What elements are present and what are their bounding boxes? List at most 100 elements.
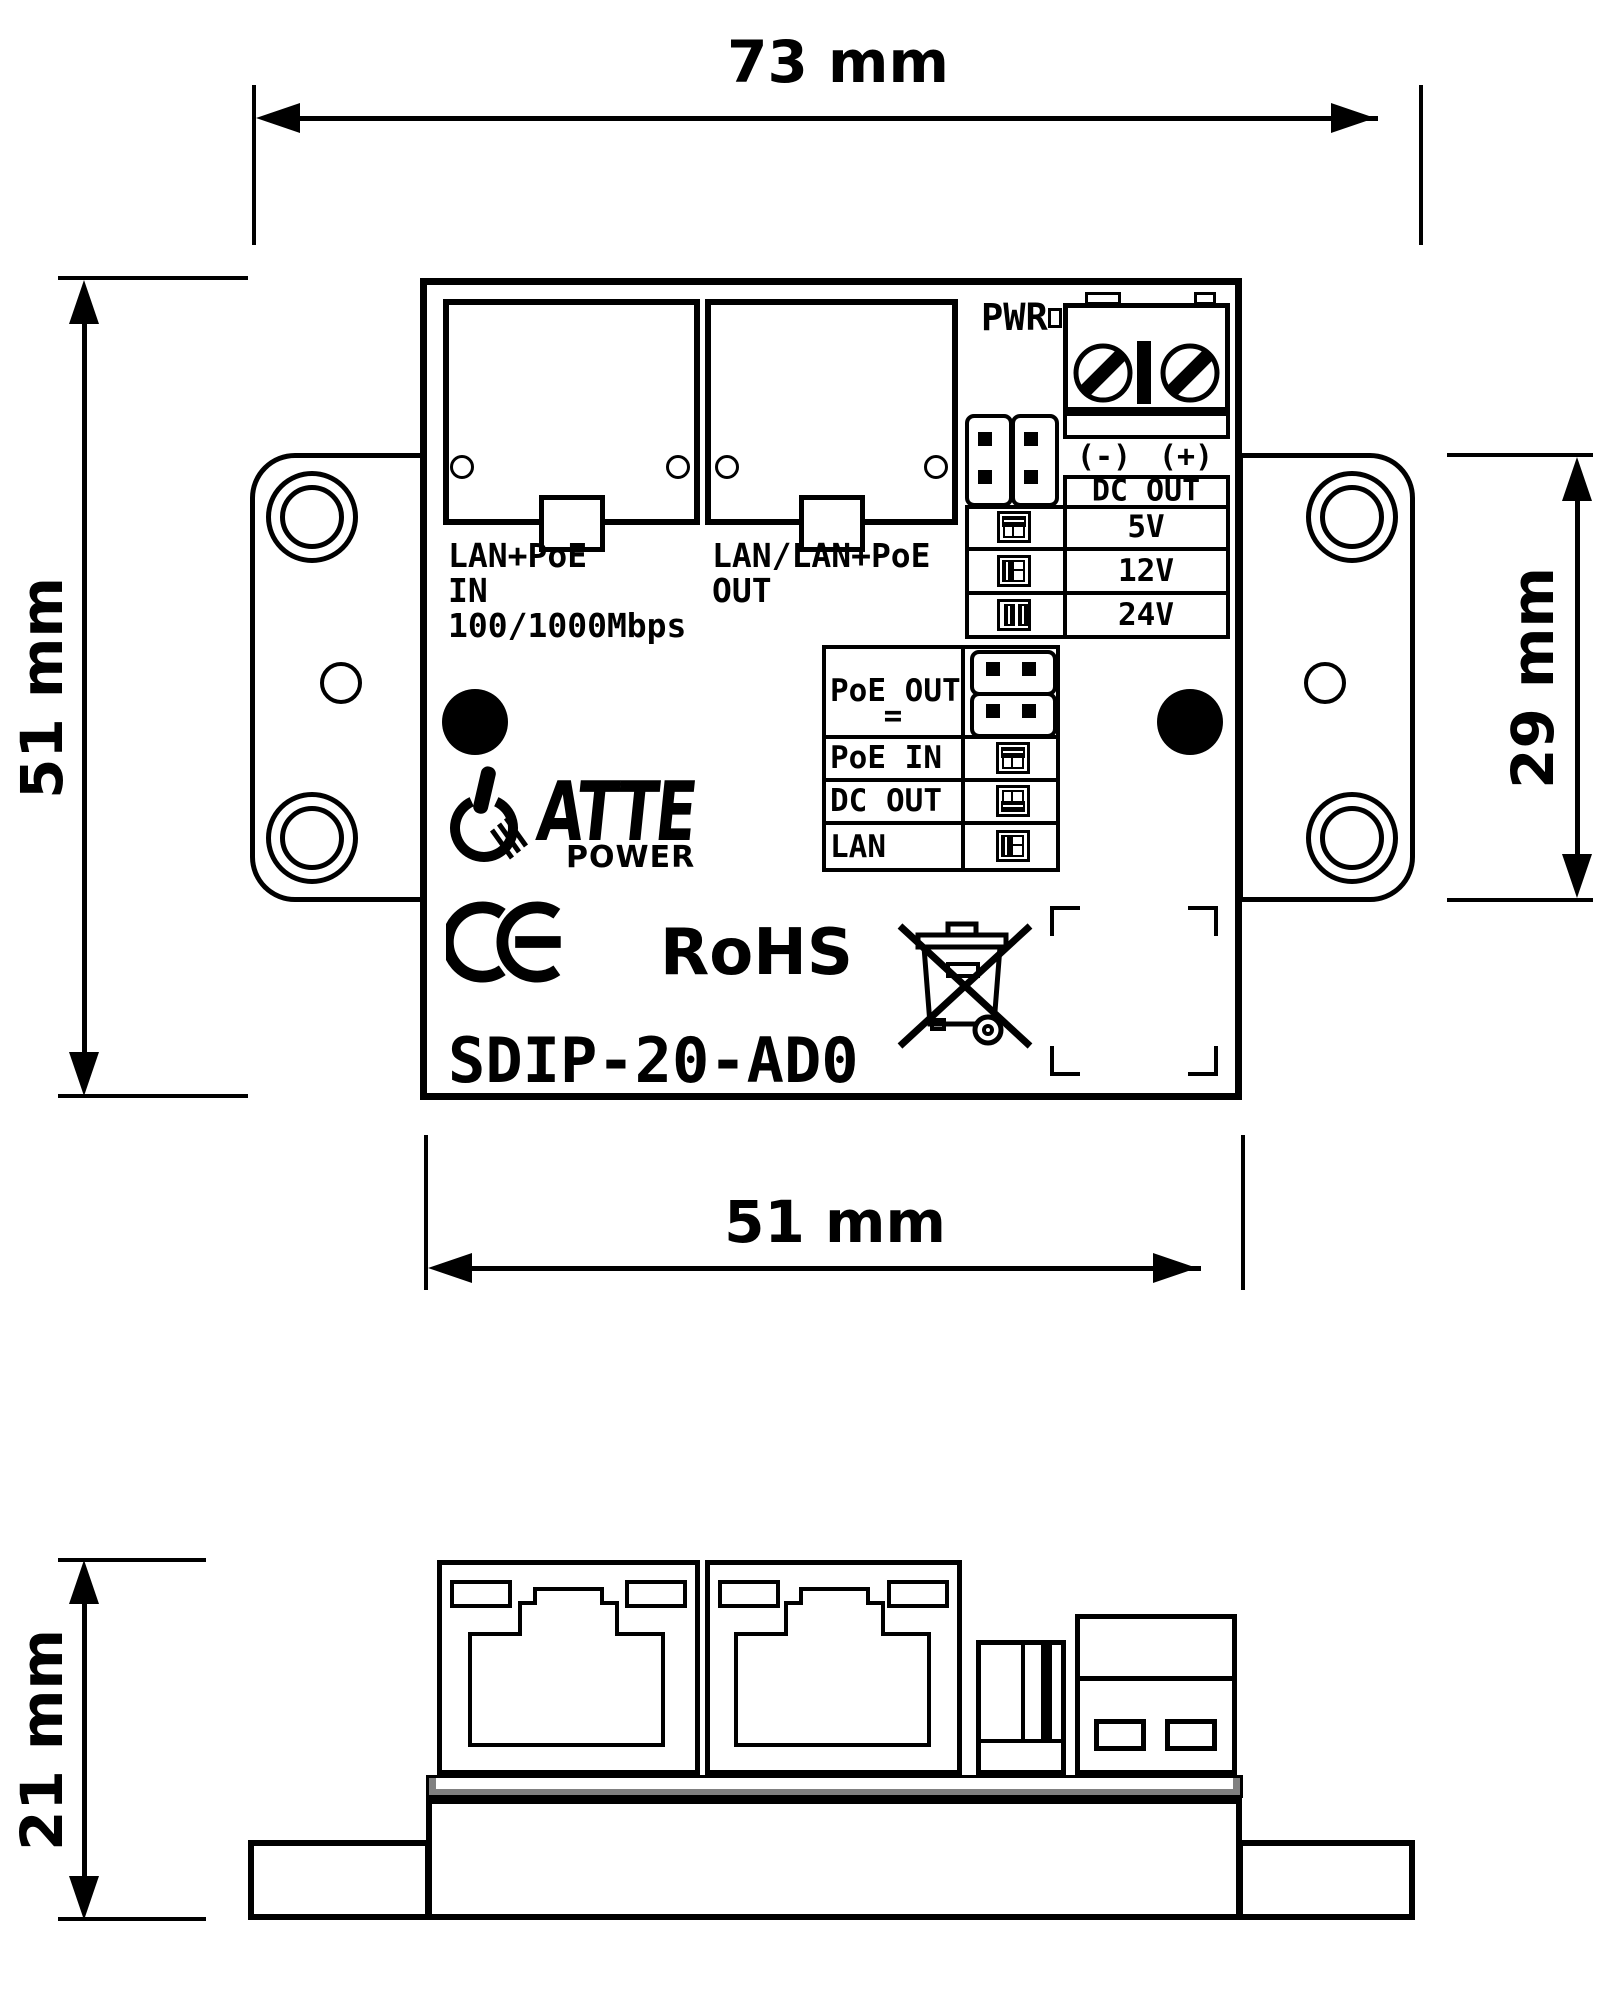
extension-tick xyxy=(58,1917,206,1921)
arrowhead-right-icon xyxy=(1331,103,1375,133)
terminal-wire-slot xyxy=(1094,1719,1146,1751)
dim-label-body-height: 51 mm xyxy=(8,577,76,799)
jumper-header-column xyxy=(965,414,1013,507)
port-pin-hole xyxy=(715,455,739,479)
port-notch xyxy=(799,495,865,552)
jumper-header-block xyxy=(965,414,1059,507)
terminal-lower-band xyxy=(1063,412,1230,439)
jumper-pin xyxy=(986,662,1000,676)
jumper-dual-vertical-icon xyxy=(997,599,1031,631)
table-row-line xyxy=(1063,505,1230,509)
extension-tick xyxy=(1447,453,1593,457)
terminal-wire-slot xyxy=(1165,1719,1217,1751)
arrowhead-down-icon xyxy=(69,1052,99,1096)
dimension-line xyxy=(468,1266,1201,1271)
mounting-hole xyxy=(1320,485,1384,549)
dimension-line xyxy=(296,116,1378,121)
corner-bracket-icon xyxy=(1050,906,1080,936)
header-pin-line xyxy=(1021,1645,1025,1739)
port-pin-hole xyxy=(450,455,474,479)
extension-tick xyxy=(252,85,256,245)
brand-subtitle: POWER xyxy=(566,840,696,875)
jack-led-window xyxy=(887,1580,949,1608)
arrowhead-up-icon xyxy=(69,280,99,324)
marker-dot xyxy=(442,689,508,755)
pwr-label: PWR xyxy=(981,296,1048,339)
corner-bracket-icon xyxy=(1188,1046,1218,1076)
dim-label-side-height: 21 mm xyxy=(8,1629,76,1851)
mode-row-poe-out-label: PoE OUT xyxy=(830,673,961,709)
dimension-line xyxy=(82,318,87,1058)
jumper-pin xyxy=(1022,662,1036,676)
terminal-tab xyxy=(1048,308,1062,328)
arrowhead-up-icon xyxy=(69,1560,99,1604)
mode-row-poe-out-sublabel: = xyxy=(883,698,903,734)
rj45-socket-opening xyxy=(468,1587,665,1747)
ce-mark-icon xyxy=(446,901,561,983)
corner-bracket-icon xyxy=(1188,906,1218,936)
jumper-header-column xyxy=(1011,414,1059,507)
jumper-horizontal-bottom-icon xyxy=(996,785,1030,817)
table-row-line xyxy=(965,547,1230,551)
rj45-port-out xyxy=(705,299,958,525)
pcb-edge-gray xyxy=(1233,1778,1240,1795)
dim-label-body-width: 51 mm xyxy=(724,1188,946,1256)
table-row-line xyxy=(822,778,1060,782)
extension-tick xyxy=(1241,1135,1245,1290)
jumper-pin xyxy=(1024,432,1038,446)
dc-out-table xyxy=(1063,475,1230,639)
arrowhead-down-icon xyxy=(69,1876,99,1920)
arrowhead-left-icon xyxy=(428,1253,472,1283)
port-out-label-line1: LAN/LAN+PoE xyxy=(712,536,931,575)
terminal-side-divider xyxy=(1075,1676,1237,1681)
jack-led-window xyxy=(450,1580,512,1608)
extension-tick xyxy=(58,276,248,280)
rj45-port-in xyxy=(443,299,700,525)
jumper-pin xyxy=(1024,470,1038,484)
jumper-pin xyxy=(978,432,992,446)
table-row-line xyxy=(965,591,1230,595)
dim-label-ear-height: 29 mm xyxy=(1499,567,1567,789)
model-number: SDIP-20-AD0 xyxy=(448,1024,859,1097)
extension-tick xyxy=(1419,85,1423,245)
dc-voltage-5v: 5V xyxy=(1127,509,1165,545)
polarity-positive-label: (+) xyxy=(1158,439,1214,475)
jumper-pin xyxy=(986,704,1000,718)
jack-led-window xyxy=(718,1580,780,1608)
left-tab-front xyxy=(248,1840,431,1920)
pcb-edge-gray xyxy=(436,1789,1233,1795)
right-tab-front xyxy=(1237,1840,1415,1920)
jumper-header-row xyxy=(970,650,1057,696)
small-hole xyxy=(1304,662,1346,704)
dimension-line xyxy=(82,1598,87,1880)
jumper-pin xyxy=(1022,704,1036,718)
terminal-divider-bar xyxy=(1137,341,1151,404)
arrowhead-right-icon xyxy=(1153,1253,1197,1283)
extension-tick xyxy=(1447,898,1593,902)
jumper-header-side xyxy=(976,1640,1066,1775)
device-base-front xyxy=(426,1798,1242,1920)
jumper-vertical-left-icon xyxy=(997,555,1031,587)
jack-led-window xyxy=(625,1580,687,1608)
dc-voltage-24v: 24V xyxy=(1118,597,1174,633)
extension-tick xyxy=(58,1558,206,1562)
table-row-line xyxy=(822,735,1060,739)
terminal-screw-icon xyxy=(1073,343,1133,403)
weee-bin-icon xyxy=(897,921,1033,1049)
mode-row-poe-in-label: PoE IN xyxy=(830,740,942,776)
jumper-header-row xyxy=(970,692,1057,738)
table-row-line xyxy=(822,821,1060,825)
dimension-line xyxy=(1575,494,1580,860)
dc-voltage-12v: 12V xyxy=(1118,553,1174,589)
port-notch xyxy=(539,495,605,552)
arrowhead-up-icon xyxy=(1562,457,1592,501)
mounting-hole xyxy=(280,485,344,549)
jumper-vertical-left-icon xyxy=(996,830,1030,862)
port-in-label-line1: LAN+PoE xyxy=(448,536,588,575)
brand-name: ATTE xyxy=(532,765,700,860)
header-pin-bar xyxy=(1041,1645,1052,1739)
jumper-header-block-2x2 xyxy=(970,650,1057,738)
polarity-negative-label: (-) xyxy=(1076,439,1132,475)
port-in-label-line2: IN xyxy=(448,571,488,610)
arrowhead-down-icon xyxy=(1562,854,1592,898)
